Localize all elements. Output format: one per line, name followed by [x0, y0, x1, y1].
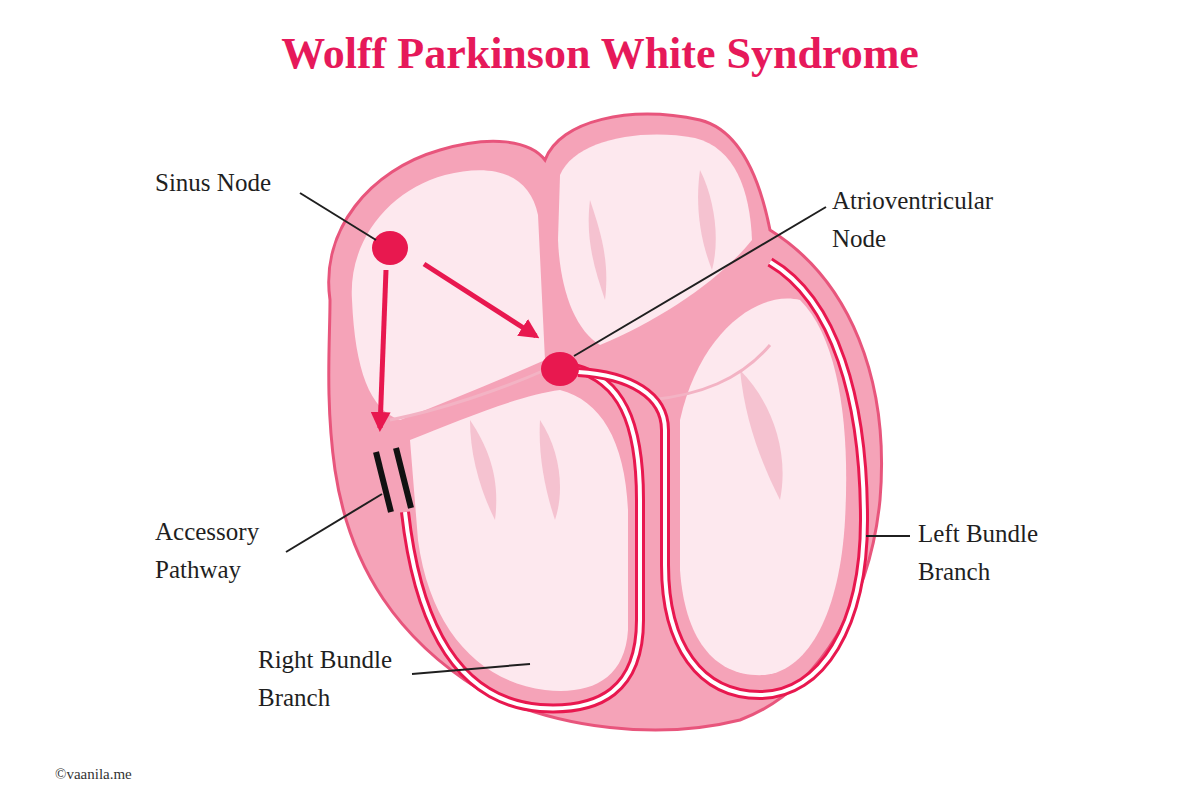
- left-ventricle: [680, 299, 846, 676]
- left-atrium: [558, 135, 752, 345]
- left-bundle-branch: [578, 262, 864, 695]
- callout-label: Sinus Node: [155, 164, 355, 202]
- valve-flap: [650, 345, 770, 400]
- impulse-arrow: [424, 264, 536, 336]
- accessory-pathway-bar: [376, 452, 391, 512]
- leader-line: [866, 535, 910, 537]
- callout-label: Right Bundle Branch: [258, 641, 428, 717]
- leader-line: [574, 207, 826, 356]
- valve-flap: [390, 370, 545, 420]
- accessory-pathway-bar: [396, 448, 411, 508]
- valve-flap: [740, 370, 783, 500]
- valve-flap: [589, 200, 607, 300]
- right-bundle-branch: [405, 368, 640, 708]
- left-bundle-branch: [578, 262, 864, 695]
- sinus-node: [372, 231, 408, 265]
- callout-label: Atrioventricular Node: [832, 182, 1022, 258]
- valve-flap: [540, 420, 560, 520]
- leader-line: [286, 494, 382, 552]
- diagram-title: Wolff Parkinson White Syndrome: [0, 28, 1200, 79]
- right-bundle-branch: [405, 368, 640, 708]
- av-node: [541, 352, 579, 386]
- leader-line: [300, 193, 376, 240]
- valve-flap: [698, 170, 716, 270]
- valve-flap: [470, 420, 496, 520]
- callout-label: Left Bundle Branch: [918, 515, 1088, 591]
- callout-label: Accessory Pathway: [155, 513, 305, 589]
- impulse-arrow: [380, 270, 386, 428]
- heart-outline: [329, 114, 882, 730]
- leader-line: [412, 664, 530, 674]
- watermark: ©vaanila.me: [55, 766, 132, 783]
